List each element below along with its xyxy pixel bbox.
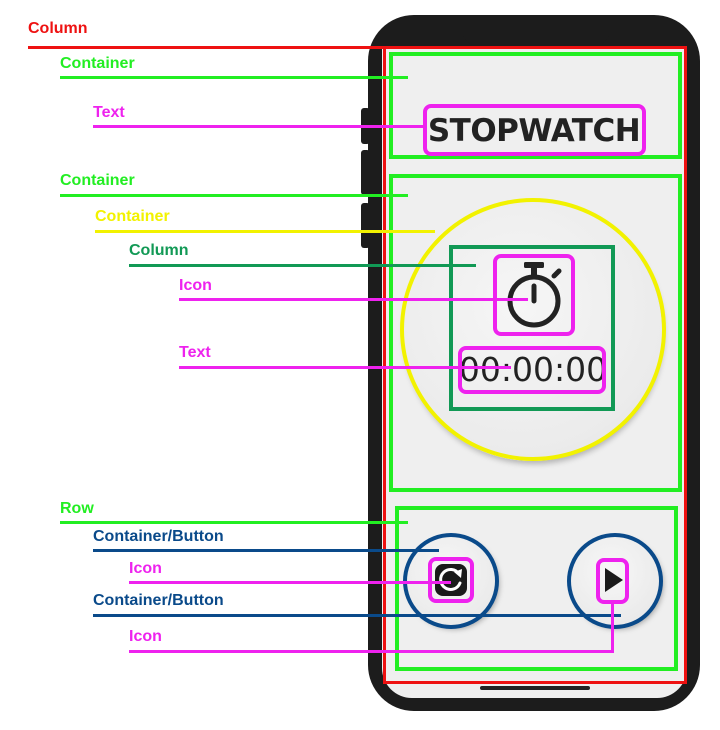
- label-icon-play: Icon: [129, 628, 162, 645]
- label-container-body: Container: [60, 172, 135, 189]
- label-row-controls: Row: [60, 500, 94, 517]
- leader-icon-reset: [129, 581, 451, 584]
- circle-container-box: [400, 198, 666, 461]
- leader-column-outer: [28, 46, 384, 49]
- label-icon-reset: Icon: [129, 560, 162, 577]
- label-column-inner: Column: [129, 242, 189, 259]
- label-container-circle: Container: [95, 208, 170, 225]
- leader-container-circle: [95, 230, 435, 233]
- home-indicator: [480, 686, 590, 690]
- container-header-box: [389, 52, 682, 159]
- label-button-play: Container/Button: [93, 592, 224, 609]
- label-button-reset: Container/Button: [93, 528, 224, 545]
- leader-icon-stopwatch: [179, 298, 528, 301]
- leader-button-play: [93, 614, 621, 617]
- leader-icon-play-vertical: [611, 602, 614, 653]
- leader-column-inner: [129, 264, 476, 267]
- leader-text-time: [179, 366, 511, 369]
- label-text-time: Text: [179, 344, 211, 361]
- leader-button-reset: [93, 549, 439, 552]
- leader-icon-play-horizontal: [129, 650, 613, 653]
- title-text-box: [423, 104, 646, 156]
- container-body-box: [389, 174, 682, 492]
- play-button-box: [567, 533, 663, 629]
- play-icon-box: [596, 558, 629, 604]
- column-outer-box: [383, 46, 687, 684]
- label-text-title: Text: [93, 104, 125, 121]
- label-column-outer: Column: [28, 20, 88, 37]
- phone-side-button-volume-down: [361, 203, 370, 248]
- inner-column-box: [449, 245, 615, 411]
- leader-row-controls: [60, 521, 408, 524]
- phone-side-button-volume-up: [361, 150, 370, 195]
- leader-container-header: [60, 76, 408, 79]
- icon-stopwatch-box: [493, 254, 575, 336]
- time-text-box: [458, 346, 606, 394]
- app-title: STOPWATCH: [427, 113, 641, 149]
- phone-notch: [462, 15, 610, 47]
- leader-text-title: [93, 125, 425, 128]
- label-icon-stopwatch: Icon: [179, 277, 212, 294]
- label-container-header: Container: [60, 55, 135, 72]
- reset-icon-box: [428, 557, 474, 603]
- row-controls-box: [395, 506, 678, 671]
- leader-container-body: [60, 194, 408, 197]
